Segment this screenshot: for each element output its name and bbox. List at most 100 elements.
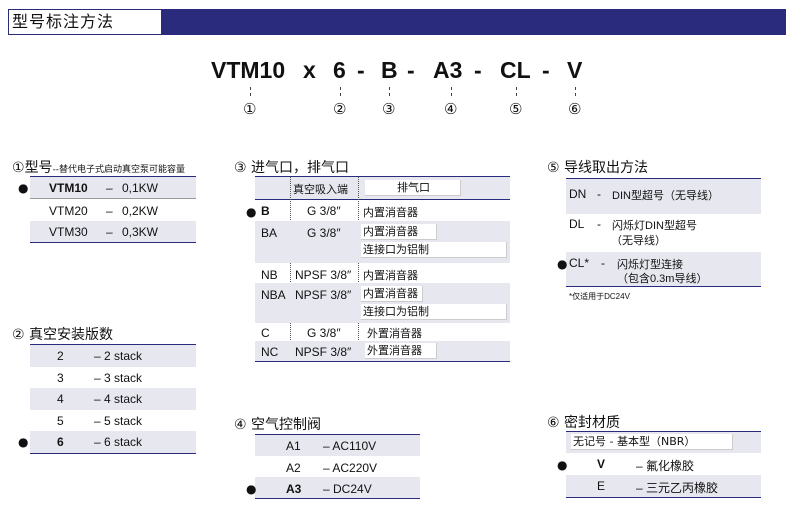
port-code: B: [261, 204, 270, 218]
marker-tick: [451, 87, 452, 96]
stack-label: – 6 stack: [94, 435, 143, 449]
page-title: 型号标注方法: [8, 9, 162, 35]
exhaust-desc: 内置消音器: [363, 270, 418, 282]
stack-count: 5: [57, 414, 64, 428]
stack-label: – 2 stack: [94, 349, 143, 363]
section-title-text: 导线取出方法: [564, 160, 649, 176]
marker-tick: [250, 87, 251, 96]
stack-count: 6: [57, 435, 64, 449]
col-divider: [290, 177, 291, 360]
bullet: ●: [246, 205, 257, 219]
section-4-title: ④ 空气控制阀: [234, 414, 321, 434]
bullet: ●: [557, 257, 568, 271]
model-part-valve: A3: [433, 57, 463, 83]
divider: [255, 498, 420, 499]
section-number: ①: [12, 160, 25, 176]
valve-voltage: – AC110V: [323, 439, 377, 453]
col-header-exhaust: 排气口: [365, 180, 461, 196]
marker-1: ①: [243, 100, 257, 118]
port-code: NC: [261, 345, 279, 359]
model-part-port: B: [381, 57, 398, 83]
exhaust-desc: 外置消音器: [367, 328, 422, 340]
divider: [30, 344, 196, 345]
section-6-title: ⑥ 密封材质: [547, 412, 620, 432]
bullet: ●: [18, 181, 29, 195]
divider: [255, 199, 510, 200]
stack-count: 3: [57, 371, 64, 385]
bullet: ●: [18, 435, 29, 449]
divider: [255, 361, 510, 362]
section-1-title: ①型号--替代电子式启动真空泵可能容量: [12, 157, 185, 177]
row-bg: [566, 252, 761, 286]
valve-code: A2: [286, 461, 301, 475]
wire-sep: -: [597, 217, 601, 231]
bullet: ●: [246, 482, 257, 496]
inlet-thread: NPSF 3/8″: [295, 268, 352, 282]
section-title-text: 密封材质: [564, 415, 621, 431]
section-number: ④: [234, 417, 247, 433]
valve-voltage: – DC24V: [323, 482, 372, 496]
model-part-sep: -: [407, 57, 415, 83]
section-title-text: 真空安装版数: [29, 327, 114, 343]
wire-desc: 闪烁灯DIN型超号: [612, 220, 697, 232]
divider: [566, 178, 761, 179]
stack-count: 2: [57, 349, 64, 363]
wire-sep: -: [597, 187, 601, 201]
divider: [566, 497, 761, 498]
stack-label: – 5 stack: [94, 414, 143, 428]
col-divider: [358, 177, 359, 360]
marker-tick: [575, 87, 576, 96]
stack-label: – 3 stack: [94, 371, 143, 385]
section-title-text: 空气控制阀: [251, 417, 322, 433]
wire-desc: DIN型超号（无导线）: [612, 190, 719, 202]
divider: [30, 176, 196, 177]
divider: [30, 242, 196, 243]
stack-label: – 4 stack: [94, 392, 143, 406]
seal-code: E: [597, 479, 606, 493]
valve-voltage: – AC220V: [323, 461, 378, 475]
capacity: 0,3KW: [122, 225, 159, 239]
dash: –: [106, 204, 113, 218]
wire-desc: 闪烁灯型连接: [617, 259, 683, 271]
exhaust-desc: 内置消音器: [363, 207, 418, 219]
inlet-thread: G 3/8″: [307, 226, 341, 240]
dash: –: [106, 225, 113, 239]
valve-code: A3: [286, 482, 302, 496]
seal-material: – 三元乙丙橡胶: [636, 481, 719, 495]
model-name: VTM10: [49, 181, 88, 195]
wire-desc-note: （无导线）: [611, 235, 666, 247]
divider: [255, 434, 420, 435]
divider: [566, 286, 761, 287]
bullet: ●: [557, 458, 568, 472]
row-bg: [30, 177, 196, 198]
valve-code: A1: [286, 439, 301, 453]
exhaust-desc: 内置消音器: [361, 224, 437, 240]
section-2-title: ② 真空安装版数: [12, 324, 113, 344]
footnote: *仅适用于DC24V: [569, 292, 630, 301]
row-bg: [566, 179, 761, 214]
capacity: 0,2KW: [122, 204, 159, 218]
exhaust-desc: 内置消音器: [361, 286, 423, 302]
model-code: VTM10 x 6 - B - A3 - CL - V: [0, 57, 793, 87]
row-bg: [30, 431, 196, 453]
stack-count: 4: [57, 392, 64, 406]
port-code: NB: [261, 268, 278, 282]
seal-default: 无记号 - 基本型（NBR）: [571, 434, 733, 450]
capacity: 0,1KW: [122, 181, 159, 195]
inlet-thread: G 3/8″: [307, 204, 341, 218]
model-part-sep: -: [357, 57, 365, 83]
inlet-thread: NPSF 3/8″: [295, 288, 352, 302]
section-subtitle: --替代电子式启动真空泵可能容量: [52, 165, 186, 175]
marker-6: ⑥: [568, 100, 582, 118]
section-5-title: ⑤ 导线取出方法: [547, 157, 648, 177]
row-bg: [566, 475, 761, 497]
inlet-thread: NPSF 3/8″: [295, 345, 352, 359]
marker-3: ③: [382, 100, 396, 118]
port-code: C: [261, 326, 270, 340]
section-number: ⑤: [547, 160, 560, 176]
section-number: ③: [234, 160, 247, 176]
section-title-text: 型号: [24, 160, 53, 176]
model-name: VTM30: [49, 225, 88, 239]
col-header-inlet: 真空吸入端: [293, 184, 348, 196]
exhaust-desc: 外置消音器: [365, 343, 437, 359]
